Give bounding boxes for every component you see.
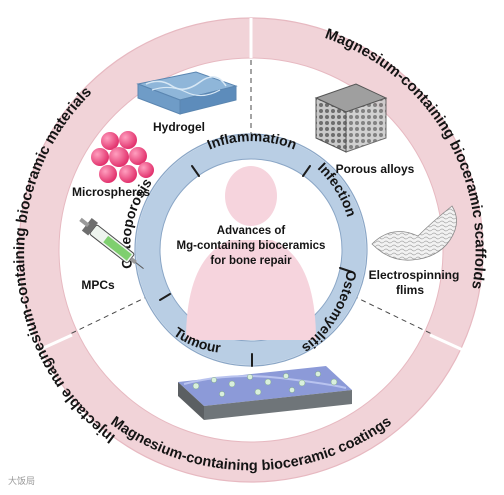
watermark: 大饭局	[8, 477, 36, 487]
outer-ring	[18, 17, 484, 483]
coating-slab-icon	[178, 366, 352, 420]
center-title: Advances of Mg-containing bioceramics fo…	[177, 225, 326, 267]
syringe-icon	[79, 217, 144, 270]
hydrogel-icon	[136, 71, 238, 115]
center-line-2: Mg-containing bioceramics	[177, 240, 326, 252]
sector-dividers	[69, 60, 433, 335]
label-films: flims	[396, 283, 424, 297]
label-hydrogel: Hydrogel	[153, 120, 205, 134]
human-figure	[186, 166, 316, 340]
label-microspheres: Microspheres	[72, 185, 150, 199]
electrospinning-film-icon	[371, 205, 457, 261]
label-porous-alloys: Porous alloys	[336, 162, 415, 176]
label-mpcs: MPCs	[81, 278, 115, 292]
center-line-1: Advances of	[217, 225, 286, 237]
center-line-3: for bone repair	[210, 255, 292, 267]
label-electrospinning: Electrospinning	[369, 268, 460, 282]
porous-alloy-icon	[314, 83, 388, 153]
microspheres-icon	[91, 131, 154, 183]
